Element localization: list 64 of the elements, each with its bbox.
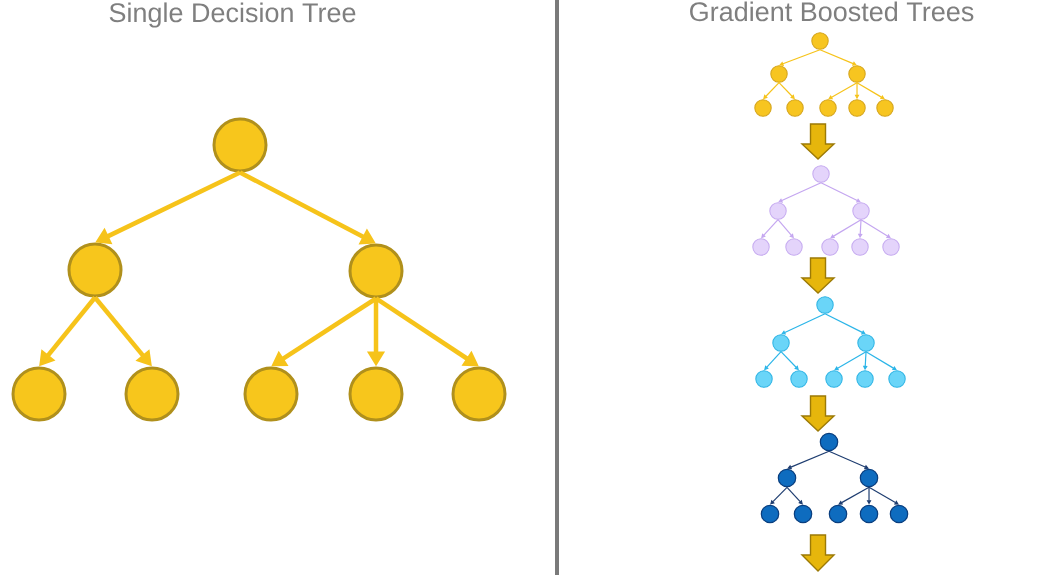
- tree-node: [760, 504, 780, 524]
- tree-node: [348, 243, 404, 299]
- tree-node: [755, 370, 773, 388]
- tree-node: [828, 504, 848, 524]
- arrow: [856, 82, 885, 100]
- tree-node: [857, 334, 875, 352]
- tree-node: [348, 366, 404, 422]
- arrow: [770, 486, 788, 505]
- arrow: [838, 486, 870, 505]
- block-arrow: [800, 257, 836, 294]
- tree-node: [124, 366, 180, 422]
- tree-node: [848, 99, 866, 117]
- tree-node: [67, 242, 123, 298]
- tree-node: [243, 366, 299, 422]
- tree-node: [819, 99, 837, 117]
- tree-node: [811, 32, 829, 50]
- arrow: [778, 182, 822, 203]
- tree-node: [821, 238, 839, 256]
- tree-node: [859, 468, 879, 488]
- tree-node: [777, 468, 797, 488]
- tree-node: [785, 238, 803, 256]
- tree-node: [819, 432, 839, 452]
- arrow: [865, 351, 897, 371]
- arrow: [787, 450, 830, 470]
- tree-node: [851, 238, 869, 256]
- arrow: [828, 82, 858, 100]
- tree-node: [11, 366, 67, 422]
- tree-node: [852, 202, 870, 220]
- tree-node: [451, 366, 507, 422]
- tree-node: [752, 238, 770, 256]
- tree-node: [812, 165, 830, 183]
- block-arrow: [800, 534, 836, 572]
- tree-node: [848, 65, 866, 83]
- block-arrow: [800, 123, 836, 160]
- tree-node: [769, 202, 787, 220]
- arrow: [860, 219, 891, 239]
- tree-node: [770, 65, 788, 83]
- arrow: [824, 313, 866, 335]
- tree-node: [772, 334, 790, 352]
- tree-node: [856, 370, 874, 388]
- arrow: [781, 313, 826, 335]
- tree-node: [754, 99, 772, 117]
- tree-node: [790, 370, 808, 388]
- panel-title: Single Decision Tree: [109, 2, 356, 28]
- tree-node: [882, 238, 900, 256]
- tree-node: [816, 296, 834, 314]
- panel-title: Gradient Boosted Trees: [690, 1, 974, 22]
- block-arrow: [800, 395, 836, 432]
- tree-node: [786, 99, 804, 117]
- arrow: [820, 182, 861, 203]
- arrow: [786, 486, 803, 505]
- arrow: [828, 450, 869, 470]
- arrow: [779, 49, 821, 66]
- arrow: [868, 486, 899, 505]
- arrow: [834, 351, 867, 371]
- tree-node: [793, 504, 813, 524]
- arrow: [830, 219, 862, 239]
- tree-node: [212, 117, 268, 173]
- tree-node: [876, 99, 894, 117]
- tree-node: [859, 504, 879, 524]
- tree-node: [825, 370, 843, 388]
- arrow: [819, 49, 857, 66]
- tree-node: [889, 504, 909, 524]
- tree-node: [888, 370, 906, 388]
